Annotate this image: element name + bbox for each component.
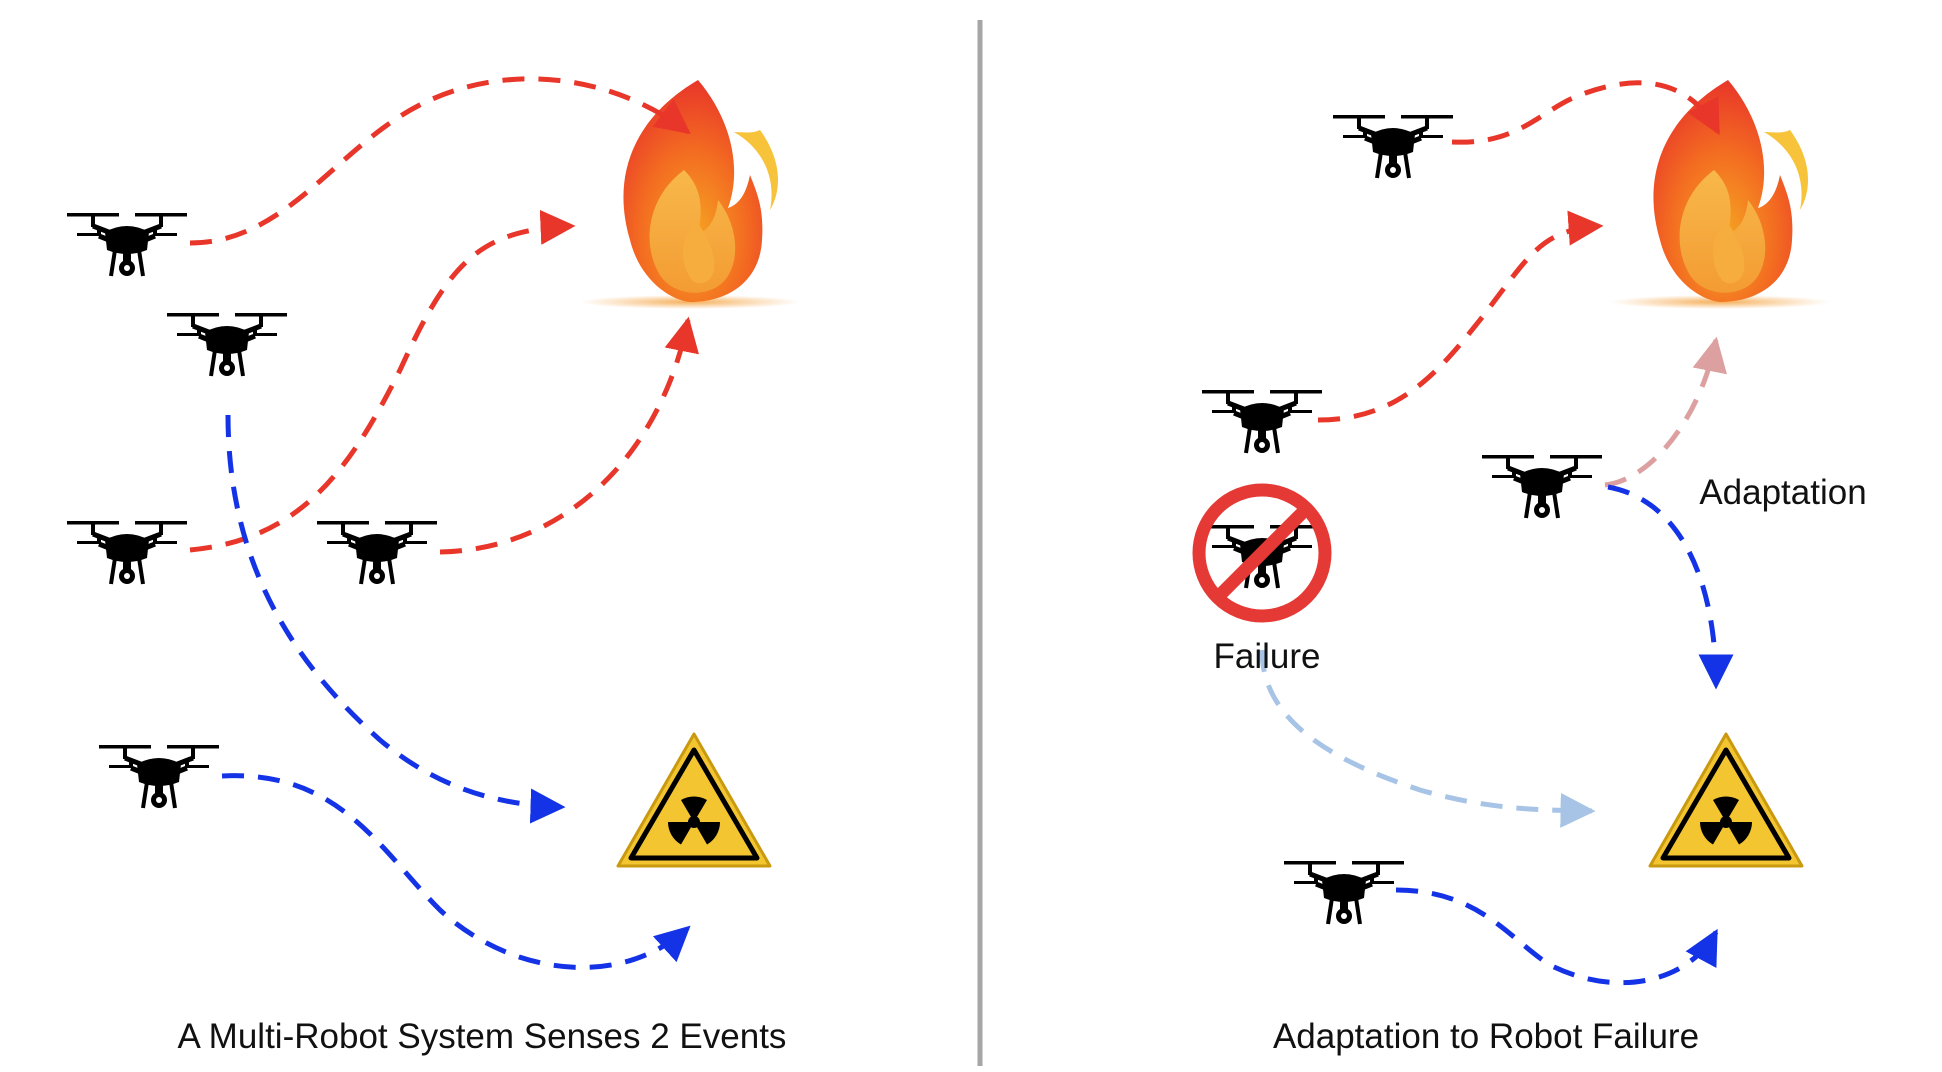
radiation-path xyxy=(221,773,691,970)
fire-icon xyxy=(1610,80,1830,309)
drone-icon xyxy=(1284,861,1404,924)
drone-icon xyxy=(317,521,437,584)
radiation-path xyxy=(225,414,566,824)
drone-icon xyxy=(67,521,187,584)
left-panel: A Multi-Robot System Senses 2 Events xyxy=(67,76,800,1056)
fire-path xyxy=(1317,210,1604,423)
drone-icon xyxy=(1202,390,1322,453)
drone-icon xyxy=(1333,115,1453,178)
drone-icon xyxy=(99,745,219,808)
drone-icon xyxy=(1482,455,1602,518)
fire-path xyxy=(439,316,699,555)
drone-icon xyxy=(67,213,187,276)
fire-path xyxy=(189,76,691,246)
no-entry-icon xyxy=(1192,483,1332,623)
failure-label: Failure xyxy=(1214,637,1321,676)
drone-icon xyxy=(167,313,287,376)
left-panel-caption: A Multi-Robot System Senses 2 Events xyxy=(178,1017,787,1056)
fire-path-adapted xyxy=(1604,336,1727,488)
adaptation-label: Adaptation xyxy=(1699,473,1866,512)
radiation-hazard-icon xyxy=(618,734,770,866)
right-panel-caption: Adaptation to Robot Failure xyxy=(1273,1017,1699,1056)
fire-icon xyxy=(580,80,800,309)
radiation-path-failed xyxy=(1259,649,1596,828)
radiation-hazard-icon xyxy=(1650,734,1802,866)
radiation-path xyxy=(1607,484,1734,690)
radiation-path xyxy=(1395,887,1719,986)
fire-path xyxy=(189,209,576,553)
right-panel: Failure Adaptation Adaptation to Robot F… xyxy=(1192,80,1867,1056)
fire-path xyxy=(1451,80,1721,145)
